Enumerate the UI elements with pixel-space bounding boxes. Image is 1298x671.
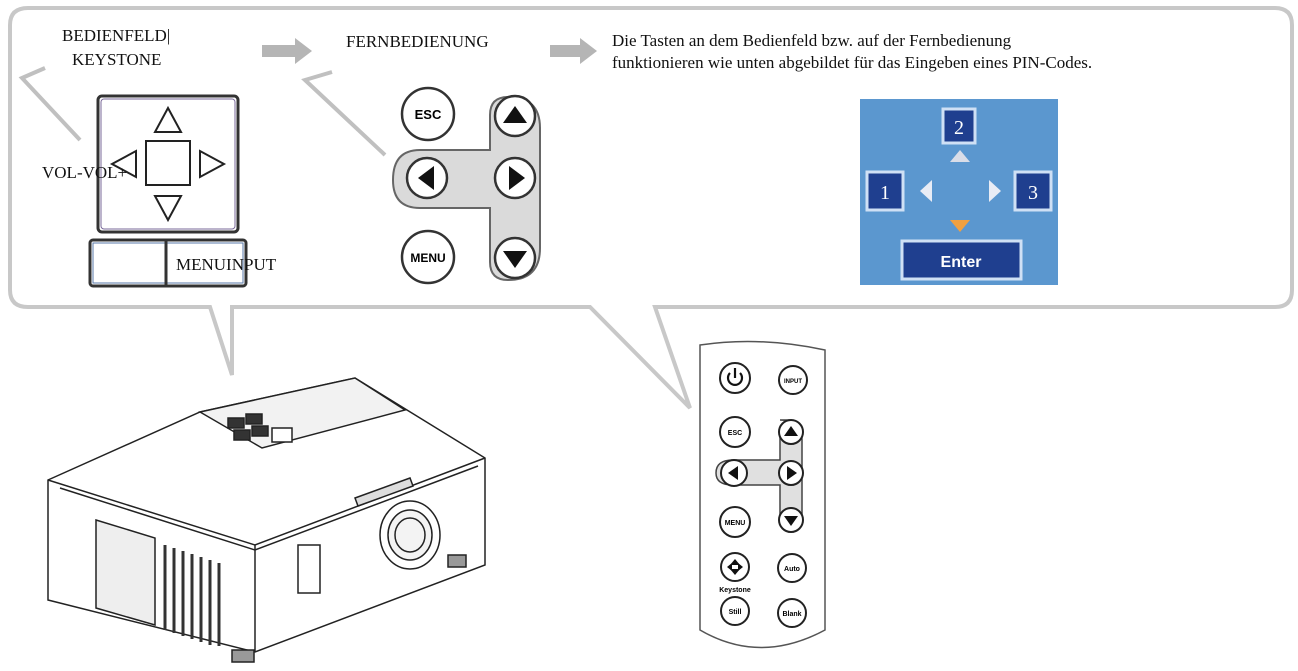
svg-text:ESC: ESC (415, 107, 442, 122)
remote-still-button[interactable]: Still (720, 596, 750, 626)
svg-text:2: 2 (954, 117, 964, 139)
flow-arrow-2 (550, 38, 597, 64)
projector-illustration (47, 377, 486, 663)
description-text: Die Tasten an dem Bedienfeld bzw. auf de… (612, 30, 1092, 74)
keystone-label: Keystone (719, 587, 751, 594)
remote-control: INPUT ESC MENU (699, 340, 826, 649)
pin-enter-button[interactable]: Enter (900, 239, 1023, 281)
projector-lens (379, 500, 441, 570)
description-line1: Die Tasten an dem Bedienfeld bzw. auf de… (612, 31, 1012, 50)
remote-menu-button[interactable]: MENU (719, 506, 751, 538)
up-button[interactable] (493, 94, 537, 138)
right-button[interactable] (493, 156, 537, 200)
control-panel-keypad (96, 94, 240, 234)
panel-center-button[interactable] (145, 140, 191, 186)
remote-keystone-button[interactable] (720, 552, 750, 582)
left-arrow-icon (418, 166, 434, 190)
remote-up-arrow-icon (784, 426, 798, 436)
panel-down-button[interactable] (153, 195, 183, 223)
panel-left-button[interactable] (109, 149, 137, 179)
esc-button[interactable]: ESC (400, 86, 456, 142)
pin-left-arrow-icon (920, 180, 932, 202)
down-button[interactable] (493, 236, 537, 280)
pin-down-arrow-icon (950, 220, 970, 232)
down-arrow-icon (503, 251, 527, 268)
svg-text:Still: Still (729, 609, 742, 616)
svg-text:3: 3 (1028, 182, 1038, 204)
panel-title-line1: BEDIENFELD| (62, 26, 171, 45)
projector-top-buttons (227, 413, 293, 443)
description-line2: funktionieren wie unten abgebildet für d… (612, 53, 1093, 72)
remote-esc-button[interactable]: ESC (719, 416, 751, 448)
panel-menu-input-buttons (88, 238, 248, 288)
remote-left-arrow-icon (728, 466, 738, 480)
panel-right-button[interactable] (199, 149, 227, 179)
power-icon (726, 368, 744, 386)
svg-text:MENU: MENU (410, 251, 445, 265)
remote-right-arrow-icon (787, 466, 797, 480)
pointer-remote (301, 70, 387, 157)
remote-down-button[interactable] (778, 507, 804, 533)
keystone-icon (727, 559, 743, 575)
svg-text:MENU: MENU (725, 520, 746, 527)
remote-right-button[interactable] (778, 460, 804, 486)
pin-key-1[interactable]: 1 (865, 170, 905, 212)
left-button[interactable] (405, 156, 449, 200)
vol-label: VOL-VOL+ (42, 163, 128, 182)
projector-vent-grille (163, 545, 221, 646)
svg-text:ESC: ESC (728, 430, 742, 437)
remote-down-arrow-icon (784, 516, 798, 526)
menu-button[interactable]: MENU (400, 229, 456, 285)
up-arrow-icon (503, 106, 527, 123)
right-arrow-icon (509, 166, 525, 190)
remote-input-button[interactable]: INPUT (778, 365, 808, 395)
svg-text:Blank: Blank (782, 611, 801, 618)
pin-key-2[interactable]: 2 (941, 107, 977, 145)
pin-up-arrow-icon (950, 150, 970, 162)
remote-section-title: FERNBEDIENUNG (346, 32, 489, 51)
pin-right-arrow-icon (989, 180, 1001, 202)
remote-dpad-enlarged: ESC MENU (391, 86, 541, 285)
pointer-panel (18, 66, 82, 142)
panel-up-button[interactable] (153, 105, 183, 133)
remote-left-button[interactable] (720, 459, 748, 487)
panel-title-line2: KEYSTONE (72, 50, 162, 69)
svg-text:Enter: Enter (941, 254, 982, 271)
pin-key-3[interactable]: 3 (1013, 170, 1053, 212)
svg-text:1: 1 (880, 182, 890, 204)
remote-power-button[interactable] (719, 362, 751, 394)
menu-input-label: MENUINPUT (176, 255, 277, 274)
remote-auto-button[interactable]: Auto (777, 553, 807, 583)
flow-arrow-1 (262, 38, 312, 64)
remote-up-button[interactable] (778, 419, 804, 445)
svg-text:Auto: Auto (784, 566, 800, 573)
svg-text:INPUT: INPUT (784, 379, 802, 385)
pin-code-pad: 2 1 3 Enter (860, 99, 1058, 285)
remote-blank-button[interactable]: Blank (777, 598, 807, 628)
